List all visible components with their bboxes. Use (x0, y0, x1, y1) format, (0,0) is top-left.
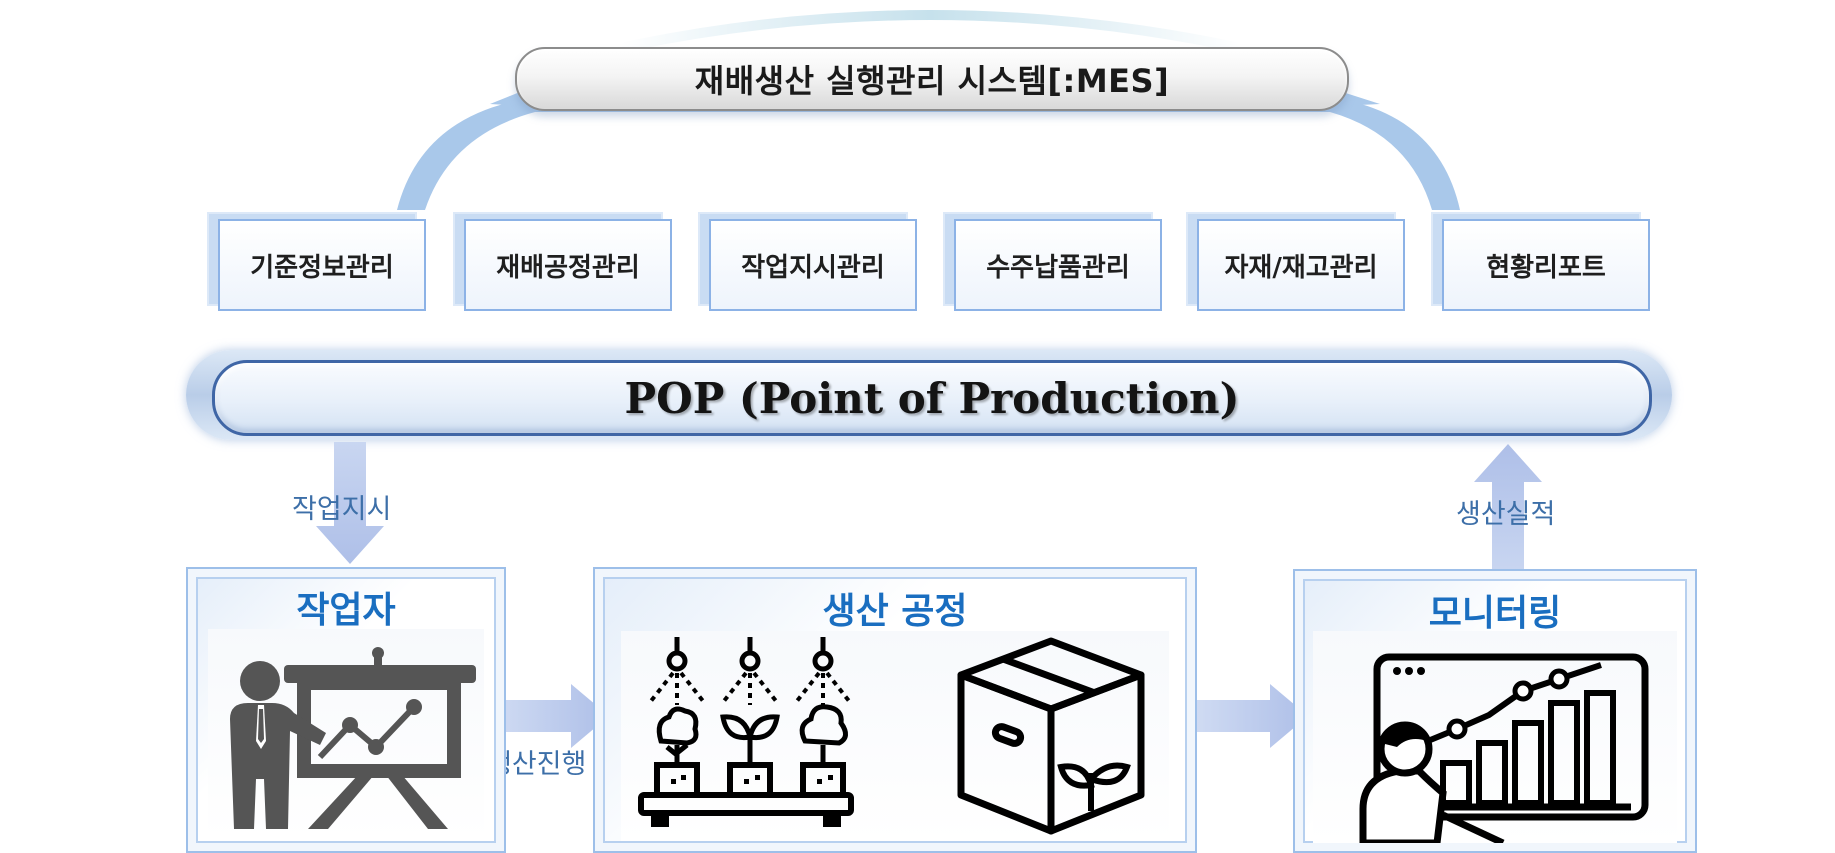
right-arrow-icon (483, 684, 609, 748)
module-status-report[interactable]: 현황리포트 (1442, 219, 1650, 311)
module-work-order[interactable]: 작업지시관리 (709, 219, 917, 311)
box-plant-icon (957, 637, 1145, 835)
pop-banner: POP (Point of Production) (212, 360, 1652, 436)
pop-title: POP (Point of Production) (624, 373, 1240, 423)
production-process-image (621, 631, 1169, 841)
plant-sprinkler-icon (638, 637, 854, 827)
flow-label-work-order: 작업지시 (292, 494, 392, 525)
monitoring-panel-title: 모니터링 (1428, 593, 1562, 634)
presentation-icon (230, 647, 476, 829)
module-order-delivery[interactable]: 수주납품관리 (954, 219, 1162, 311)
monitor-chart-icon (1359, 653, 1649, 843)
module-material-inventory[interactable]: 자재/재고관리 (1197, 219, 1405, 311)
production-process-panel-title: 생산 공정 (822, 591, 968, 632)
mes-arch-connector (397, 10, 1460, 210)
module-label: 기준정보관리 (250, 252, 394, 283)
mes-system-banner: 재배생산 실행관리 시스템[:MES] (515, 47, 1349, 111)
worker-panel: 작업자 (186, 567, 506, 853)
module-cultivation-process[interactable]: 재배공정관리 (464, 219, 672, 311)
production-process-panel: 생산 공정 (593, 567, 1197, 853)
monitoring-panel: 모니터링 (1293, 569, 1697, 853)
worker-image (208, 629, 484, 839)
module-label: 자재/재고관리 (1224, 252, 1378, 283)
module-label: 작업지시관리 (741, 252, 885, 283)
module-label: 수주납품관리 (986, 252, 1130, 283)
module-label: 재배공정관리 (496, 252, 640, 283)
mes-system-title: 재배생산 실행관리 시스템[:MES] (694, 62, 1170, 100)
right-arrow-icon (1184, 684, 1308, 748)
worker-panel-title: 작업자 (296, 590, 396, 631)
monitoring-image (1313, 631, 1677, 843)
module-label: 현황리포트 (1486, 252, 1606, 283)
flow-label-production-results: 생산실적 (1456, 499, 1556, 530)
up-arrow-icon (1474, 444, 1542, 574)
down-arrow-icon (316, 442, 384, 564)
module-basic-info[interactable]: 기준정보관리 (218, 219, 426, 311)
